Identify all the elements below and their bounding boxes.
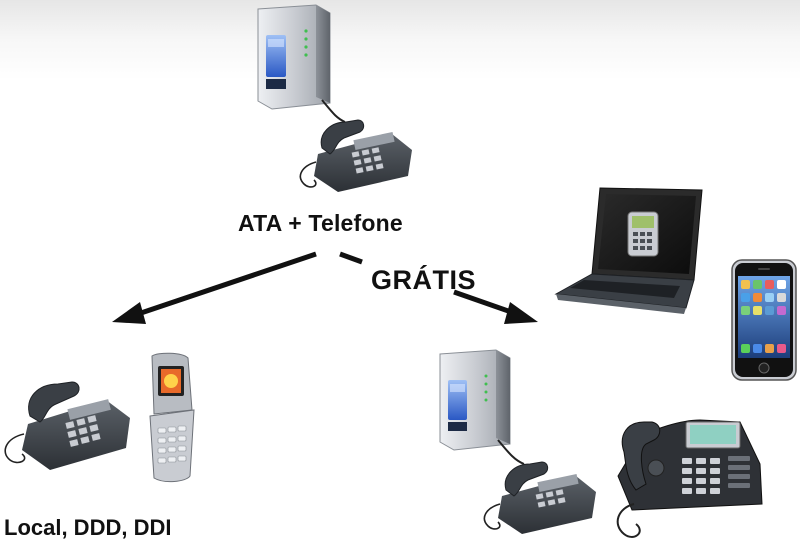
arrow-left bbox=[112, 251, 317, 324]
ata-adapter-icon bbox=[257, 4, 331, 110]
desk-phone-icon bbox=[483, 461, 596, 534]
cable bbox=[497, 439, 525, 465]
ata-adapter-icon bbox=[439, 349, 511, 451]
label-local-calls: Local, DDD, DDI bbox=[4, 515, 172, 540]
desk-phone-icon bbox=[299, 119, 412, 192]
laptop-icon bbox=[554, 187, 703, 314]
ip-phone-icon bbox=[616, 419, 763, 538]
cable bbox=[321, 99, 346, 123]
desk-phone-icon bbox=[4, 381, 130, 470]
smartphone-icon bbox=[731, 259, 797, 381]
label-ata-phone: ATA + Telefone bbox=[238, 210, 403, 236]
label-free: GRÁTIS bbox=[371, 265, 477, 295]
arrow-right bbox=[339, 251, 538, 324]
flip-phone-icon bbox=[149, 352, 195, 483]
